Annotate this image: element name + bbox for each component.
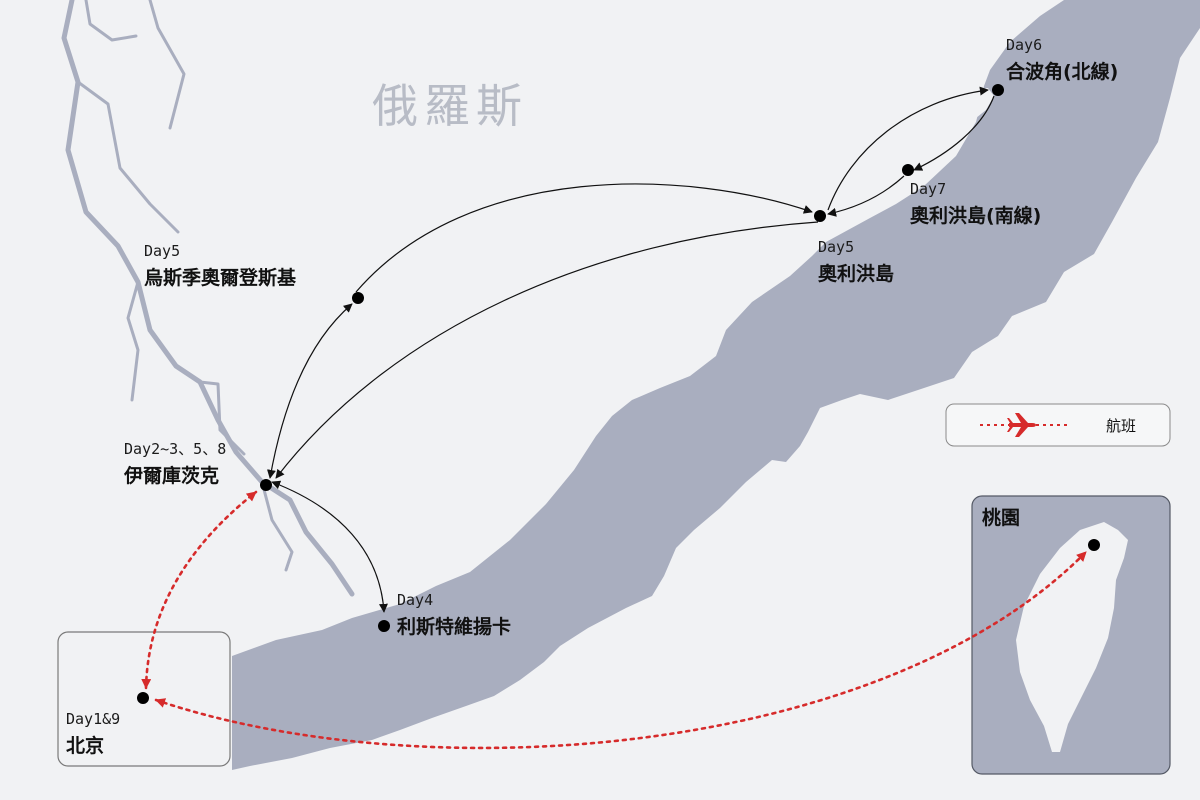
stop-dot-taoyuan[interactable] — [1088, 539, 1100, 551]
stop-day-beijing: Day1&9 — [66, 710, 120, 728]
stop-day-olkhon: Day5 — [818, 238, 854, 256]
stop-day-listvyanka: Day4 — [397, 591, 433, 609]
stop-day-irkutsk: Day2~3、5、8 — [124, 440, 226, 458]
country-label: 俄羅斯 — [372, 79, 528, 133]
stop-name-beijing: 北京 — [66, 734, 104, 757]
stop-labels: Day1&9 北京 Day2~3、5、8 伊爾庫茨克 Day4 利斯特維揚卡 D… — [66, 36, 1118, 757]
stop-day-ust-orda: Day5 — [144, 242, 180, 260]
flight-routes — [141, 490, 1088, 750]
stop-name-irkutsk: 伊爾庫茨克 — [123, 464, 219, 487]
route-olkhon-khoboy — [827, 86, 989, 211]
stop-day-olkhon-south: Day7 — [910, 180, 946, 198]
stop-dot-khoboy[interactable] — [992, 84, 1004, 96]
stop-dot-olkhon[interactable] — [814, 210, 826, 222]
legend-label: 航班 — [1106, 417, 1136, 435]
river-tributary-5 — [198, 380, 246, 456]
route-ust-orda-olkhon — [355, 183, 813, 293]
route-olkhon-irkutsk — [275, 221, 819, 479]
river-tributary-2 — [84, 0, 138, 42]
legend: 航班 — [945, 403, 1171, 447]
airplane-icon — [1007, 413, 1036, 437]
stop-dots — [137, 84, 1100, 704]
stop-day-khoboy: Day6 — [1006, 36, 1042, 54]
river-tributary-4 — [126, 280, 140, 402]
stop-name-khoboy: 合波角(北線) — [1006, 60, 1118, 83]
taiwan-inset — [971, 495, 1171, 775]
stop-dot-ust-orda[interactable] — [352, 292, 364, 304]
stop-name-listvyanka: 利斯特維揚卡 — [397, 615, 511, 638]
route-olkhon-south-olkhon — [827, 175, 905, 217]
stop-dot-olkhon-south[interactable] — [902, 164, 914, 176]
route-irkutsk-ust-orda — [267, 303, 353, 479]
olkhon-island — [818, 88, 994, 214]
river-tributary-3 — [148, 0, 186, 130]
inset-label-taoyuan: 桃園 — [982, 506, 1020, 529]
stop-dot-listvyanka[interactable] — [378, 620, 390, 632]
river-tributary-1 — [76, 80, 180, 234]
stop-name-olkhon-south: 奧利洪島(南線) — [910, 204, 1041, 227]
flight-beijing-taoyuan — [154, 550, 1088, 750]
stop-dot-beijing[interactable] — [137, 692, 149, 704]
stop-name-ust-orda: 烏斯季奧爾登斯基 — [144, 266, 297, 289]
route-khoboy-olkhon-south — [913, 95, 995, 171]
stop-name-olkhon: 奧利洪島 — [818, 262, 894, 285]
stop-dot-irkutsk[interactable] — [260, 479, 272, 491]
